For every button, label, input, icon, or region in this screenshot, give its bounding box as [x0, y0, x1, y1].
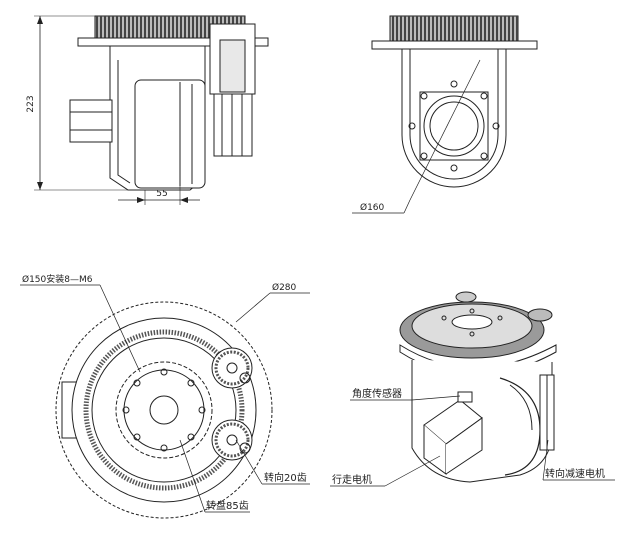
plan-view: [20, 284, 310, 519]
dim-280-label: Ø280: [272, 282, 297, 293]
dim-150-label: Ø150安装8—M6: [22, 273, 93, 285]
label-angle-sensor: 角度传感器: [352, 387, 402, 400]
label-steering-gear-20: 转向20齿: [264, 471, 307, 484]
dim-160-label: Ø160: [360, 202, 385, 213]
front-view: [34, 15, 269, 205]
label-drive-motor: 行走电机: [332, 473, 372, 486]
label-steering-motor: 转向减速电机: [545, 467, 605, 480]
dim-223-label: 223: [26, 95, 36, 112]
side-view: [352, 15, 538, 214]
label-turntable-85: 转盘85齿: [206, 499, 249, 512]
dim-55-label: 55: [156, 189, 167, 199]
isometric-view: [330, 291, 615, 487]
